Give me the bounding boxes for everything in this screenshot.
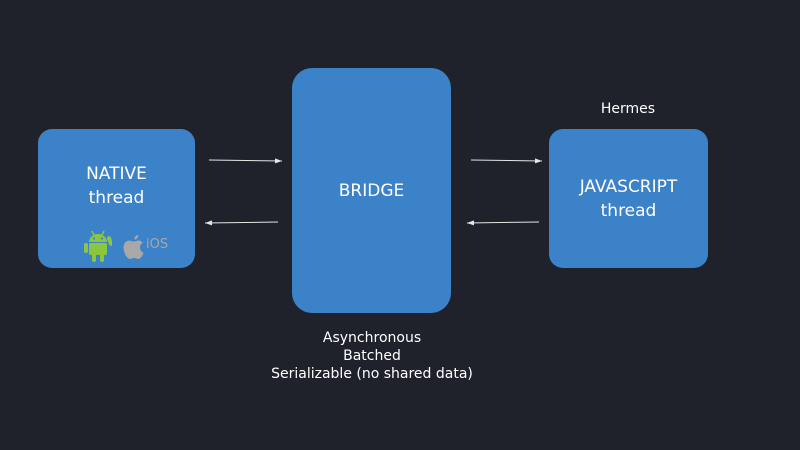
arrow-javascript-to-bridge xyxy=(466,220,540,226)
bridge-note-asynchronous: Asynchronous xyxy=(322,330,422,346)
bridge-box: BRIDGE xyxy=(292,68,451,313)
javascript-subtitle: thread xyxy=(600,200,657,221)
arrow-native-to-bridge xyxy=(208,158,283,164)
arrow-bridge-to-native xyxy=(204,220,279,226)
bridge-note-serializable: Serializable (no shared data) xyxy=(271,366,473,382)
platform-icons: iOS xyxy=(84,228,174,262)
javascript-thread-box: JAVASCRIPT thread xyxy=(549,129,708,268)
bridge-notes: Asynchronous Batched Serializable (no sh… xyxy=(252,329,492,383)
ios-label: iOS xyxy=(146,237,169,252)
android-icon xyxy=(84,230,112,262)
bridge-title: BRIDGE xyxy=(338,180,405,201)
native-thread-box: NATIVE thread xyxy=(38,129,195,268)
javascript-title: JAVASCRIPT xyxy=(579,176,678,197)
native-title: NATIVE xyxy=(86,163,147,184)
arrow-bridge-to-javascript xyxy=(470,158,543,164)
bridge-note-batched: Batched xyxy=(343,348,401,364)
hermes-engine-label: Hermes xyxy=(600,101,656,117)
native-subtitle: thread xyxy=(88,187,145,208)
apple-icon xyxy=(123,235,144,259)
